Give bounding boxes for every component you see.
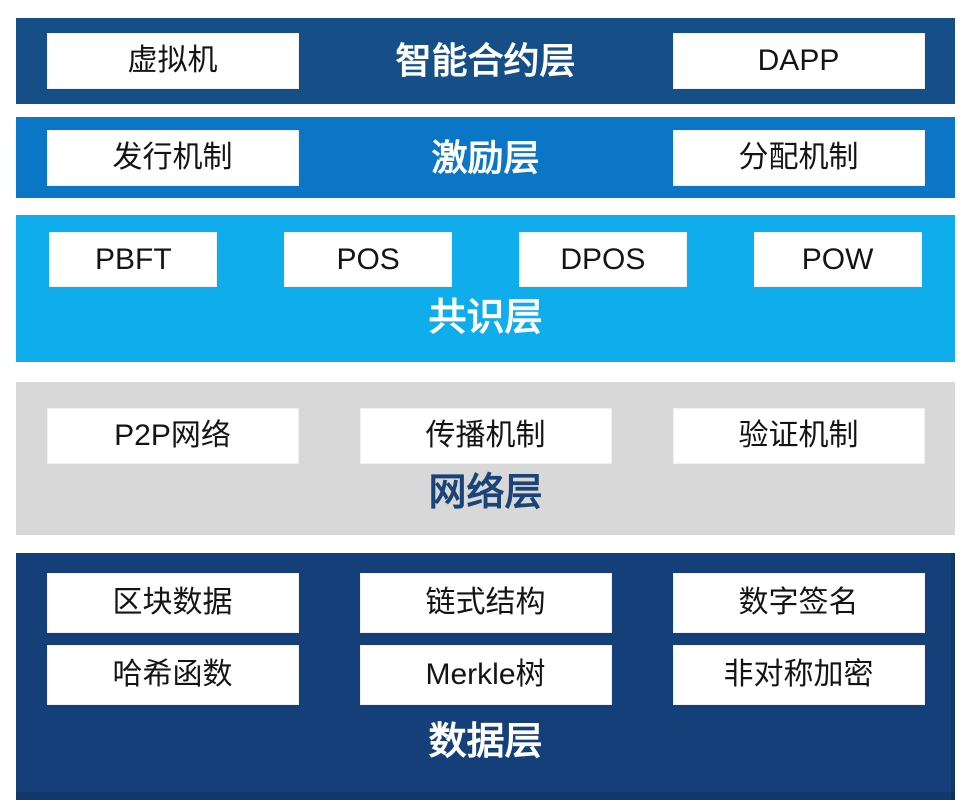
box-distribution-mechanism: 分配机制 [672,129,925,186]
layer-network: P2P网络 传播机制 验证机制 网络层 [16,382,955,535]
box-asymmetric-encryption: 非对称加密 [672,645,925,705]
box-pbft: PBFT [49,232,218,287]
layer-incentive: 发行机制 激励层 分配机制 [16,117,955,198]
box-pos: POS [284,232,453,287]
box-virtual-machine: 虚拟机 [46,33,299,89]
consensus-box-row: PBFT POS DPOS POW [16,232,955,287]
layer-smart-contract: 虚拟机 智能合约层 DAPP [16,18,955,104]
box-block-data: 区块数据 [46,573,299,633]
layer-label-consensus: 共识层 [428,297,543,339]
network-box-row: P2P网络 传播机制 验证机制 [16,408,955,464]
box-digital-signature: 数字签名 [672,573,925,633]
box-p2p-network: P2P网络 [46,408,299,464]
box-verification-mechanism: 验证机制 [672,408,925,464]
box-issuance-mechanism: 发行机制 [46,129,299,186]
layer-label-smart-contract: 智能合约层 [395,40,576,82]
layer-data: 区块数据 链式结构 数字签名 哈希函数 Merkle树 非对称加密 数据层 [16,553,955,800]
layer-consensus: PBFT POS DPOS POW 共识层 [16,215,955,362]
box-pow: POW [753,232,922,287]
box-dpos: DPOS [518,232,687,287]
box-hash-function: 哈希函数 [46,645,299,705]
layer-label-data: 数据层 [428,721,543,763]
box-propagation-mechanism: 传播机制 [359,408,612,464]
box-merkle-tree: Merkle树 [359,645,612,705]
box-chain-structure: 链式结构 [359,573,612,633]
layer-label-network: 网络层 [428,472,543,514]
box-dapp: DAPP [672,33,925,89]
data-box-row-2: 哈希函数 Merkle树 非对称加密 [16,645,955,705]
layer-label-incentive: 激励层 [431,136,540,178]
data-box-row-1: 区块数据 链式结构 数字签名 [16,573,955,633]
